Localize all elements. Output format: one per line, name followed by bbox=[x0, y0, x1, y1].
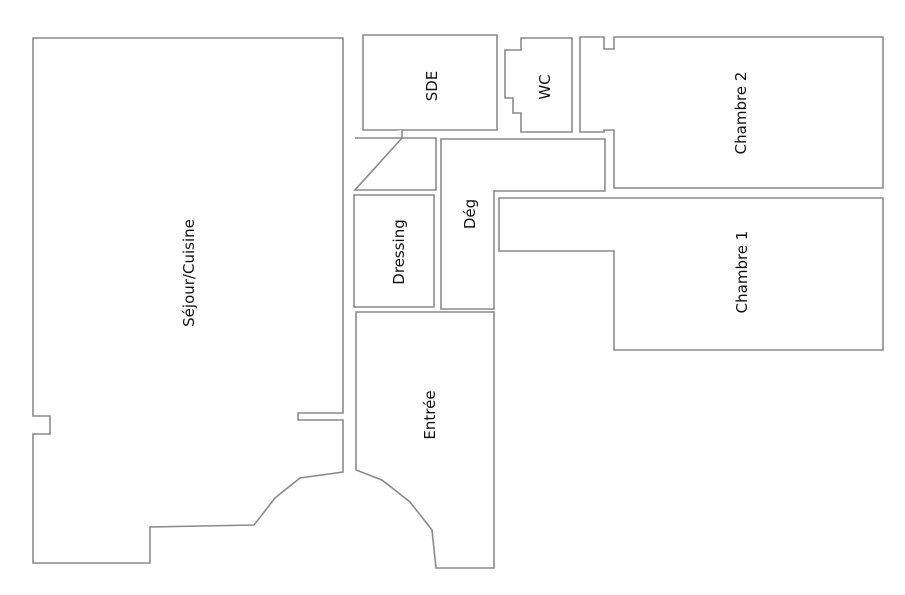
room-sejour-cuisine-outline bbox=[32, 37, 344, 564]
room-label-wc: WC bbox=[536, 74, 554, 99]
room-sde-outline bbox=[362, 34, 498, 131]
room-label-dressing: Dressing bbox=[390, 219, 408, 284]
room-chambre-1-outline bbox=[498, 197, 884, 351]
room-label-sde: SDE bbox=[423, 71, 441, 102]
room-label-entree: Entrée bbox=[421, 390, 439, 439]
room-dressing-outline bbox=[353, 194, 435, 308]
room-label-chambre-1: Chambre 1 bbox=[733, 231, 751, 314]
room-label-sejour-cuisine: Séjour/Cuisine bbox=[180, 219, 198, 327]
room-chambre-2-outline bbox=[579, 36, 884, 189]
room-closet-outline bbox=[353, 130, 437, 191]
room-label-deg: Dég bbox=[461, 199, 479, 229]
room-wc-outline bbox=[504, 37, 573, 133]
room-label-chambre-2: Chambre 2 bbox=[732, 72, 750, 155]
room-entree-outline bbox=[355, 311, 495, 569]
room-deg-outline bbox=[440, 138, 606, 310]
